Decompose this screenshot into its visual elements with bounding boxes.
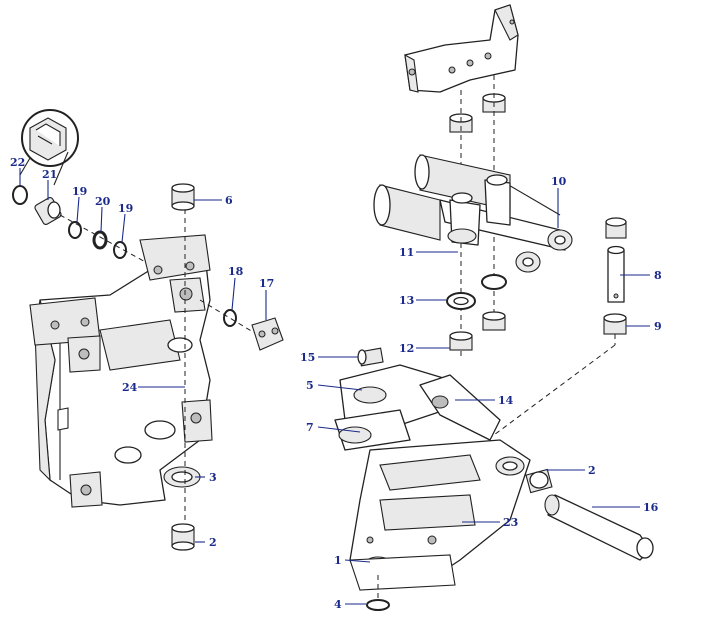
bolt-15 <box>357 347 384 367</box>
bushing-2-lower <box>171 523 195 551</box>
callout-9: 9 <box>654 320 662 333</box>
ring-4 <box>366 575 390 611</box>
pin-16 <box>544 494 654 561</box>
callout-14: 14 <box>498 394 514 407</box>
callout-18: 18 <box>228 265 244 278</box>
callout-21: 21 <box>42 168 57 181</box>
callout-20: 20 <box>95 195 111 208</box>
cylinder-assembly <box>373 154 573 273</box>
callout-17: 17 <box>259 277 274 290</box>
callout-3: 3 <box>209 471 217 484</box>
callout-4: 4 <box>334 598 342 611</box>
leader-lines <box>19 168 650 605</box>
detail-inset <box>19 109 79 186</box>
callout-6: 6 <box>225 194 233 207</box>
pin-8 <box>419 217 627 491</box>
callout-5: 5 <box>306 379 314 392</box>
ring-18 <box>199 299 259 336</box>
washer-stack <box>446 274 507 351</box>
seal-rings-group <box>12 185 161 271</box>
swing-arm-assembly <box>334 364 531 591</box>
callout-10: 10 <box>551 175 567 188</box>
callout-19: 19 <box>118 202 133 215</box>
top-bracket <box>404 4 519 93</box>
callout-23: 23 <box>503 516 518 529</box>
callout-24: 24 <box>122 381 138 394</box>
callout-2: 2 <box>588 464 596 477</box>
callout-19: 19 <box>72 185 87 198</box>
callout-labels: 22 21 19 20 19 6 18 17 24 3 2 10 11 13 1… <box>10 156 662 611</box>
bushing-2-right <box>525 468 553 494</box>
callout-1: 1 <box>334 554 342 567</box>
callout-11: 11 <box>399 246 414 259</box>
callout-2: 2 <box>209 536 217 549</box>
frame-assembly <box>29 200 213 530</box>
callout-7: 7 <box>306 421 314 434</box>
callout-22: 22 <box>10 156 25 169</box>
callout-16: 16 <box>643 501 659 514</box>
block-17 <box>251 317 284 351</box>
callout-15: 15 <box>300 351 315 364</box>
callout-13: 13 <box>399 294 414 307</box>
callout-8: 8 <box>654 269 662 282</box>
bushing-6 <box>171 183 195 211</box>
callout-12: 12 <box>399 342 414 355</box>
